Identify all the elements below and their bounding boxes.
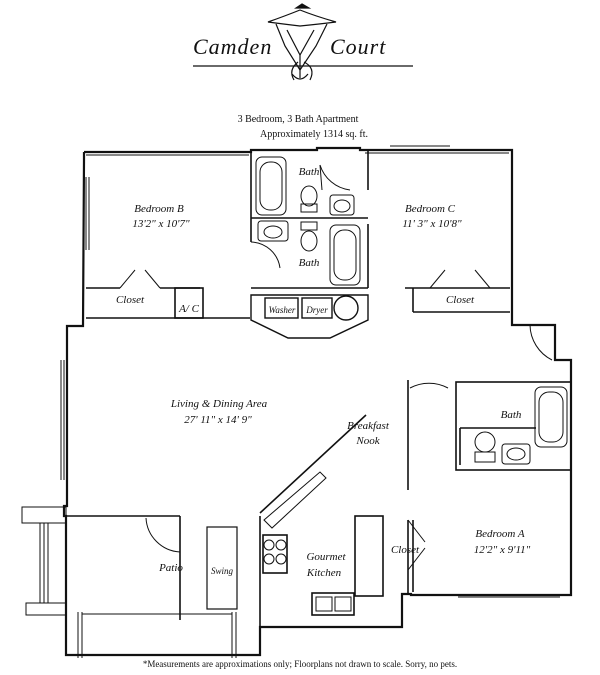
kitchen-label-2: Kitchen xyxy=(306,567,342,579)
washer-label: Washer xyxy=(269,305,296,315)
bath-1-label: Bath xyxy=(299,166,320,178)
bedroom-b-label: Bedroom B xyxy=(134,203,184,215)
bedroom-c-size: 11' 3" x 10'8" xyxy=(402,218,462,230)
swing-outline xyxy=(206,526,238,610)
window-marks xyxy=(60,145,560,598)
disclaimer-footer: *Measurements are approximations only; F… xyxy=(142,659,458,669)
bath-fixtures xyxy=(255,156,568,465)
lantern-logo-icon xyxy=(193,3,413,81)
patio-label: Patio xyxy=(158,562,183,574)
door-swings xyxy=(119,164,553,571)
bath-3-label: Bath xyxy=(501,409,522,421)
bedroom-b-size: 13'2" x 10'7" xyxy=(132,218,190,230)
living-label: Living & Dining Area xyxy=(170,398,268,410)
living-size: 27' 11" x 14' 9" xyxy=(184,414,252,426)
patio-railing xyxy=(21,506,237,658)
kitchen-label-1: Gourmet xyxy=(306,551,346,563)
kitchen-fixtures xyxy=(263,471,352,612)
exterior-walls xyxy=(62,146,573,657)
closet-c-label: Closet xyxy=(446,294,475,306)
brand-camden: Camden xyxy=(193,34,273,59)
area-text: Approximately 1314 sq. ft. xyxy=(259,129,369,140)
interior-walls xyxy=(66,150,572,627)
unit-type-text: 3 Bedroom, 3 Bath Apartment xyxy=(237,114,359,125)
breakfast-label-2: Nook xyxy=(355,435,380,447)
bedroom-a-size: 12'2" x 9'11" xyxy=(474,544,531,556)
bath-2-label: Bath xyxy=(299,257,320,269)
bedroom-a-label: Bedroom A xyxy=(475,528,524,540)
dryer-label: Dryer xyxy=(305,305,328,315)
laundry-alcove xyxy=(250,294,369,339)
swing-label: Swing xyxy=(211,566,234,576)
breakfast-label-1: Breakfast xyxy=(347,420,390,432)
closet-b-label: Closet xyxy=(116,294,145,306)
bedroom-c-label: Bedroom C xyxy=(405,203,456,215)
ac-label: A/ C xyxy=(178,303,200,315)
closet-a-label: Closet xyxy=(391,544,420,556)
brand-court: Court xyxy=(330,34,387,59)
